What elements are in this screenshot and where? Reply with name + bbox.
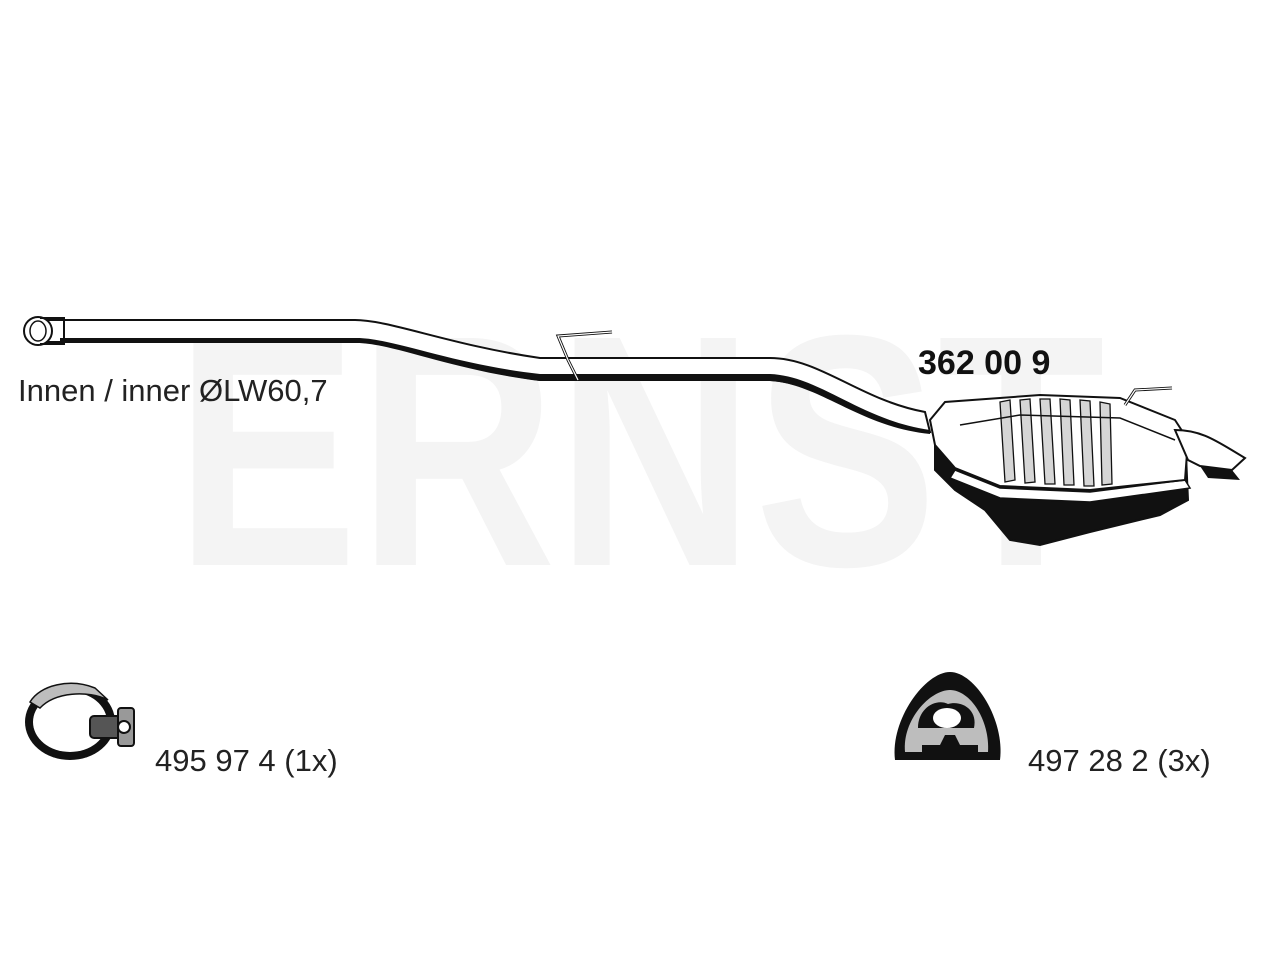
inner-diameter-label: Innen / inner ØLW60,7 xyxy=(18,373,328,408)
main-part-number: 362 00 9 xyxy=(918,344,1051,382)
tail-pipe-shadow xyxy=(1200,466,1240,480)
silencer-seam xyxy=(948,469,1192,503)
silencer-crease xyxy=(959,414,1176,441)
rubber-hanger-icon xyxy=(894,672,1001,760)
rear-silencer xyxy=(928,386,1247,547)
clamp-part-label: 495 97 4 (1x) xyxy=(155,743,338,778)
silencer-ribs xyxy=(999,398,1113,487)
hanger-part-label: 497 28 2 (3x) xyxy=(1028,743,1211,778)
pipe-inlet-bore xyxy=(29,320,47,342)
tail-pipe xyxy=(1173,428,1247,472)
exhaust-pipe xyxy=(23,316,932,434)
pipe-clamp-icon xyxy=(25,682,135,760)
pipe-inlet-flare xyxy=(40,317,65,345)
